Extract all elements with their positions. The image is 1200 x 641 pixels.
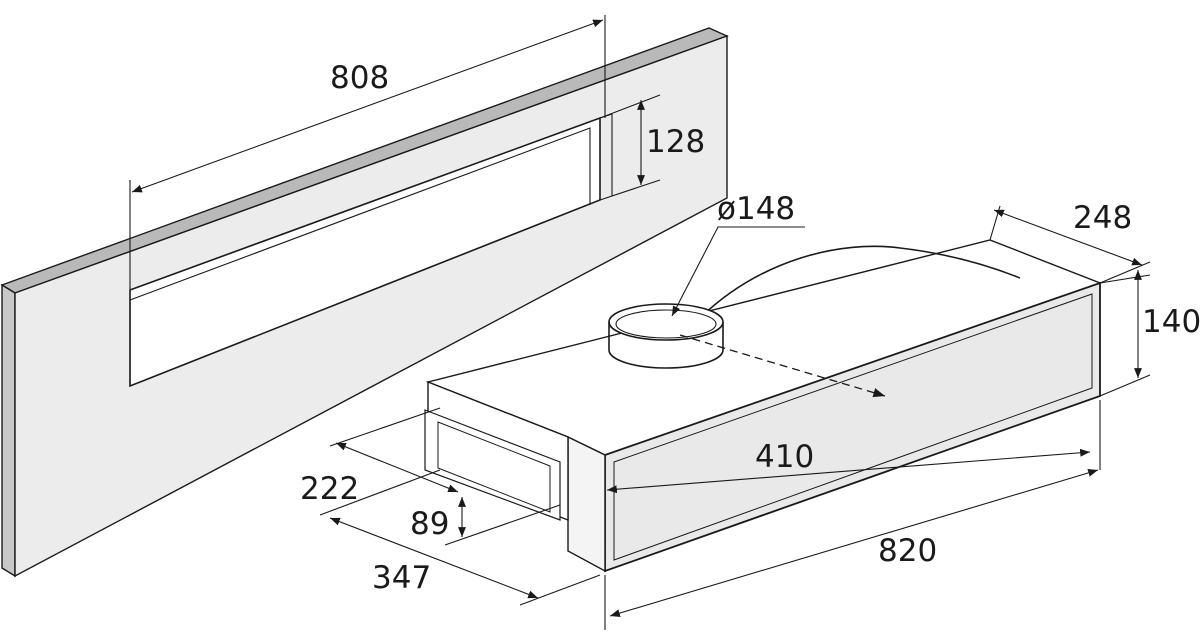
dim-820: 820 bbox=[878, 533, 937, 569]
dimension-lines bbox=[129, 15, 1151, 630]
dim-248: 248 bbox=[1073, 200, 1132, 236]
dim-128: 128 bbox=[646, 124, 705, 160]
dim-347: 347 bbox=[372, 560, 431, 596]
dim-410: 410 bbox=[755, 439, 814, 475]
dim-222: 222 bbox=[300, 471, 359, 507]
dim-89: 89 bbox=[410, 506, 449, 542]
dim-diameter-148: ø148 bbox=[717, 191, 795, 227]
dim-808: 808 bbox=[330, 60, 389, 96]
dim-140: 140 bbox=[1142, 304, 1200, 340]
